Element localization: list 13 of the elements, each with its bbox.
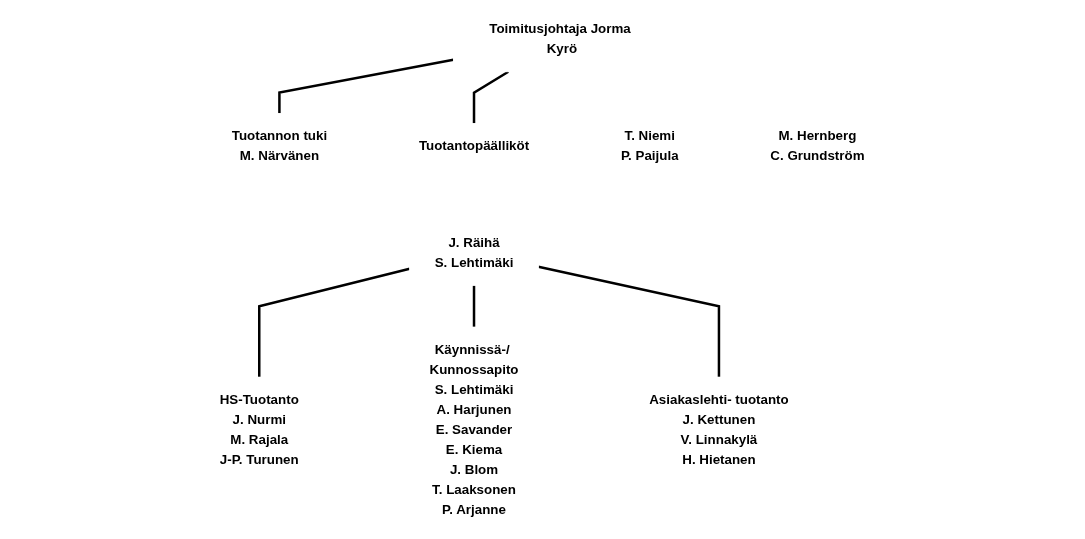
connector (278, 58, 455, 114)
node-text: Asiakaslehti- tuotanto J. Kettunen V. Linnakylä H. Hietanen (649, 392, 790, 467)
node-text: Käynnissä-/ Kunnossapito S. Lehtimäki A. Harjunen E. Savander E. Kiema J. Blom T. Laaksonen P. Arjanne (429, 342, 519, 517)
node-text: J. Räihä S. Lehtimäki (435, 235, 514, 270)
connector (538, 265, 721, 378)
node-text: Tuotannon tuki M. Närvänen (232, 128, 328, 163)
node-text: Tuotantopäälliköt (419, 138, 530, 153)
node-text: T. Niemi P. Paijula (621, 128, 679, 163)
node-text: Toimitusjohtaja Jorma Kyrö (489, 21, 632, 56)
connector (258, 267, 411, 378)
connector (473, 285, 476, 328)
node-text: HS-Tuotanto J. Nurmi M. Rajala J-P. Turunen (220, 392, 300, 467)
node-text: M. Hernberg C. Grundström (770, 128, 865, 163)
